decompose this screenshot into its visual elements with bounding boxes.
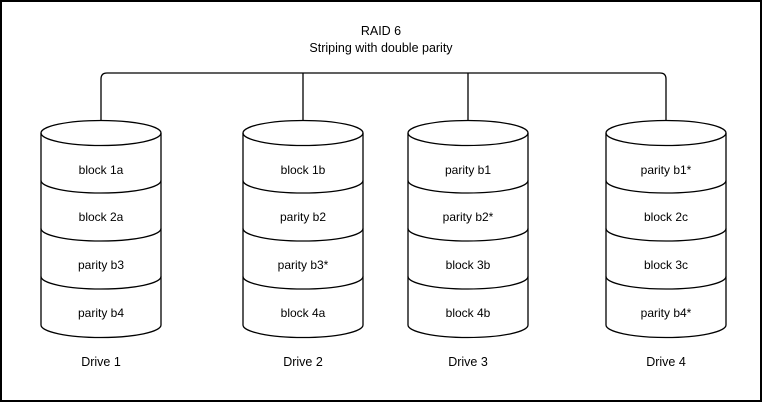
drive-1-label: Drive 1 (81, 355, 121, 369)
segment-divider (605, 276, 727, 290)
drive-2-cylinder-icon: block 1b parity b2 parity b3* block 4a (242, 119, 364, 339)
block-label: block 3b (446, 258, 491, 272)
block-label: block 3c (644, 258, 688, 272)
cylinder-outline (40, 133, 162, 339)
block-label: parity b3 (78, 258, 124, 272)
drive-3-label: Drive 3 (448, 355, 488, 369)
block-label: parity b1* (641, 163, 692, 177)
drive-2-label: Drive 2 (283, 355, 323, 369)
block-label: block 4a (281, 306, 326, 320)
segment-divider (242, 180, 364, 194)
drive-3-cylinder-icon: parity b1 parity b2* block 3b block 4b (407, 119, 529, 339)
diagram-title: RAID 6 (360, 24, 402, 38)
segment-divider (605, 180, 727, 194)
diagram-subtitle: Striping with double parity (309, 41, 453, 55)
block-label: parity b3* (278, 258, 329, 272)
segment-divider (407, 228, 529, 242)
drive-2: block 1b parity b2 parity b3* block 4a D… (242, 119, 364, 369)
segment-divider (407, 276, 529, 290)
segment-divider (40, 228, 162, 242)
segment-divider (242, 228, 364, 242)
drive-4-cylinder-icon: parity b1* block 2c block 3c parity b4* (605, 119, 727, 339)
cylinder-top (40, 119, 162, 147)
block-label: block 4b (446, 306, 491, 320)
block-label: parity b2* (443, 210, 494, 224)
block-label: parity b4* (641, 306, 692, 320)
block-label: parity b2 (280, 210, 326, 224)
cylinder-outline (407, 133, 529, 339)
block-label: parity b1 (445, 163, 491, 177)
cylinder-top (605, 119, 727, 147)
block-label: block 2a (79, 210, 124, 224)
cylinder-top (407, 119, 529, 147)
segment-divider (40, 276, 162, 290)
cylinder-outline (605, 133, 727, 339)
drive-1-cylinder-icon: block 1a block 2a parity b3 parity b4 (40, 119, 162, 339)
drive-4: parity b1* block 2c block 3c parity b4* … (605, 119, 727, 369)
title-block: RAID 6 Striping with double parity (2, 23, 760, 57)
connector-path (100, 72, 667, 121)
segment-divider (40, 180, 162, 194)
cylinder-top (242, 119, 364, 147)
cylinder-outline (242, 133, 364, 339)
segment-divider (242, 276, 364, 290)
block-label: block 1a (79, 163, 124, 177)
block-label: block 1b (281, 163, 326, 177)
drive-1: block 1a block 2a parity b3 parity b4 Dr… (40, 119, 162, 369)
segment-divider (407, 180, 529, 194)
drive-4-label: Drive 4 (646, 355, 686, 369)
block-label: block 2c (644, 210, 688, 224)
segment-divider (605, 228, 727, 242)
block-label: parity b4 (78, 306, 124, 320)
drive-3: parity b1 parity b2* block 3b block 4b D… (407, 119, 529, 369)
